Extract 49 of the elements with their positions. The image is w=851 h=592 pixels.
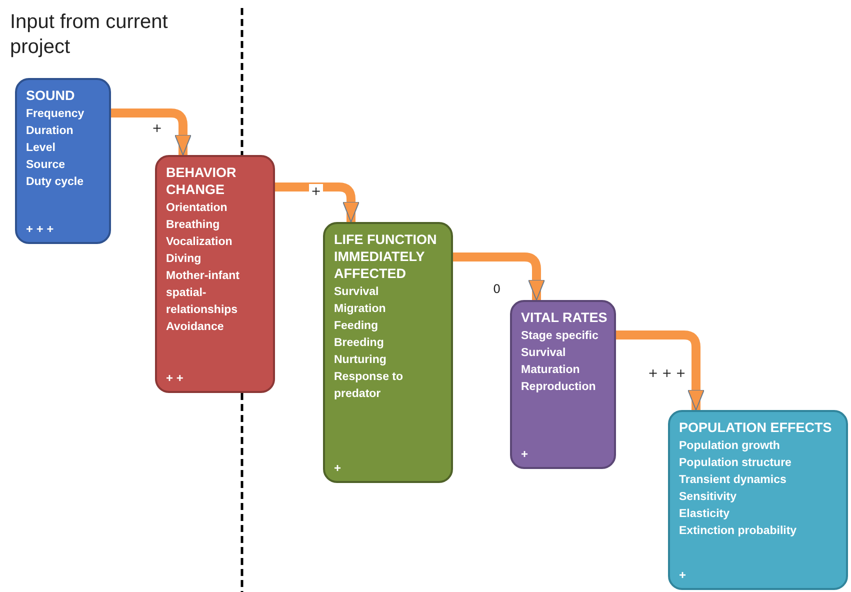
list-item: Reproduction [521,380,597,395]
category-box [510,300,616,469]
category-box [668,410,848,590]
list-item: Source [26,158,66,173]
list-item: Orientation [166,201,228,216]
bent-arrow [111,108,192,156]
list-item: Survival [334,285,380,300]
category-box [323,222,453,483]
bent-arrow [616,330,704,410]
effect-rating: + [521,447,530,461]
box-heading: SOUND [26,87,76,104]
list-item: Transient dynamics [679,473,788,488]
box-heading: POPULATION EFFECTS [679,419,833,436]
list-item: Stage specific [521,329,600,344]
effect-rating: + [334,461,342,475]
list-item: Vocalization [166,235,234,250]
list-item: Avoidance [166,320,225,335]
list-item: Feeding [334,319,380,334]
list-item: Migration [334,302,387,317]
list-item: Response to predator [334,370,404,402]
list-item: Diving [166,252,202,267]
annotation-text: Input from current project [10,10,169,60]
list-item: Mother-infant spatial-relationships [166,269,240,318]
bent-arrow [453,252,545,300]
list-item: Survival [521,346,567,361]
box-heading: LIFE FUNCTION IMMEDIATELY AFFECTED [334,231,438,282]
edge-label: + [309,184,324,198]
list-item: Duty cycle [26,175,85,190]
list-item: Extinction probability [679,524,798,539]
bent-arrow [275,182,360,222]
effect-rating: + + + [26,222,55,236]
category-box [155,155,275,393]
list-item: Nurturing [334,353,388,368]
list-item: Duration [26,124,74,139]
list-item: Frequency [26,107,86,122]
list-item: Elasticity [679,507,730,522]
box-heading: VITAL RATES [521,309,608,326]
category-box [15,78,111,244]
effect-rating: + + [166,371,184,385]
list-item: Breathing [166,218,221,233]
box-heading: BEHAVIOR CHANGE [166,164,238,198]
list-item: Breeding [334,336,385,351]
list-item: Population structure [679,456,792,471]
edge-label: 0 [491,282,503,296]
effect-rating: + [679,568,688,582]
list-item: Maturation [521,363,581,378]
list-item: Population growth [679,439,781,454]
list-item: Level [26,141,56,156]
list-item: Sensitivity [679,490,738,505]
